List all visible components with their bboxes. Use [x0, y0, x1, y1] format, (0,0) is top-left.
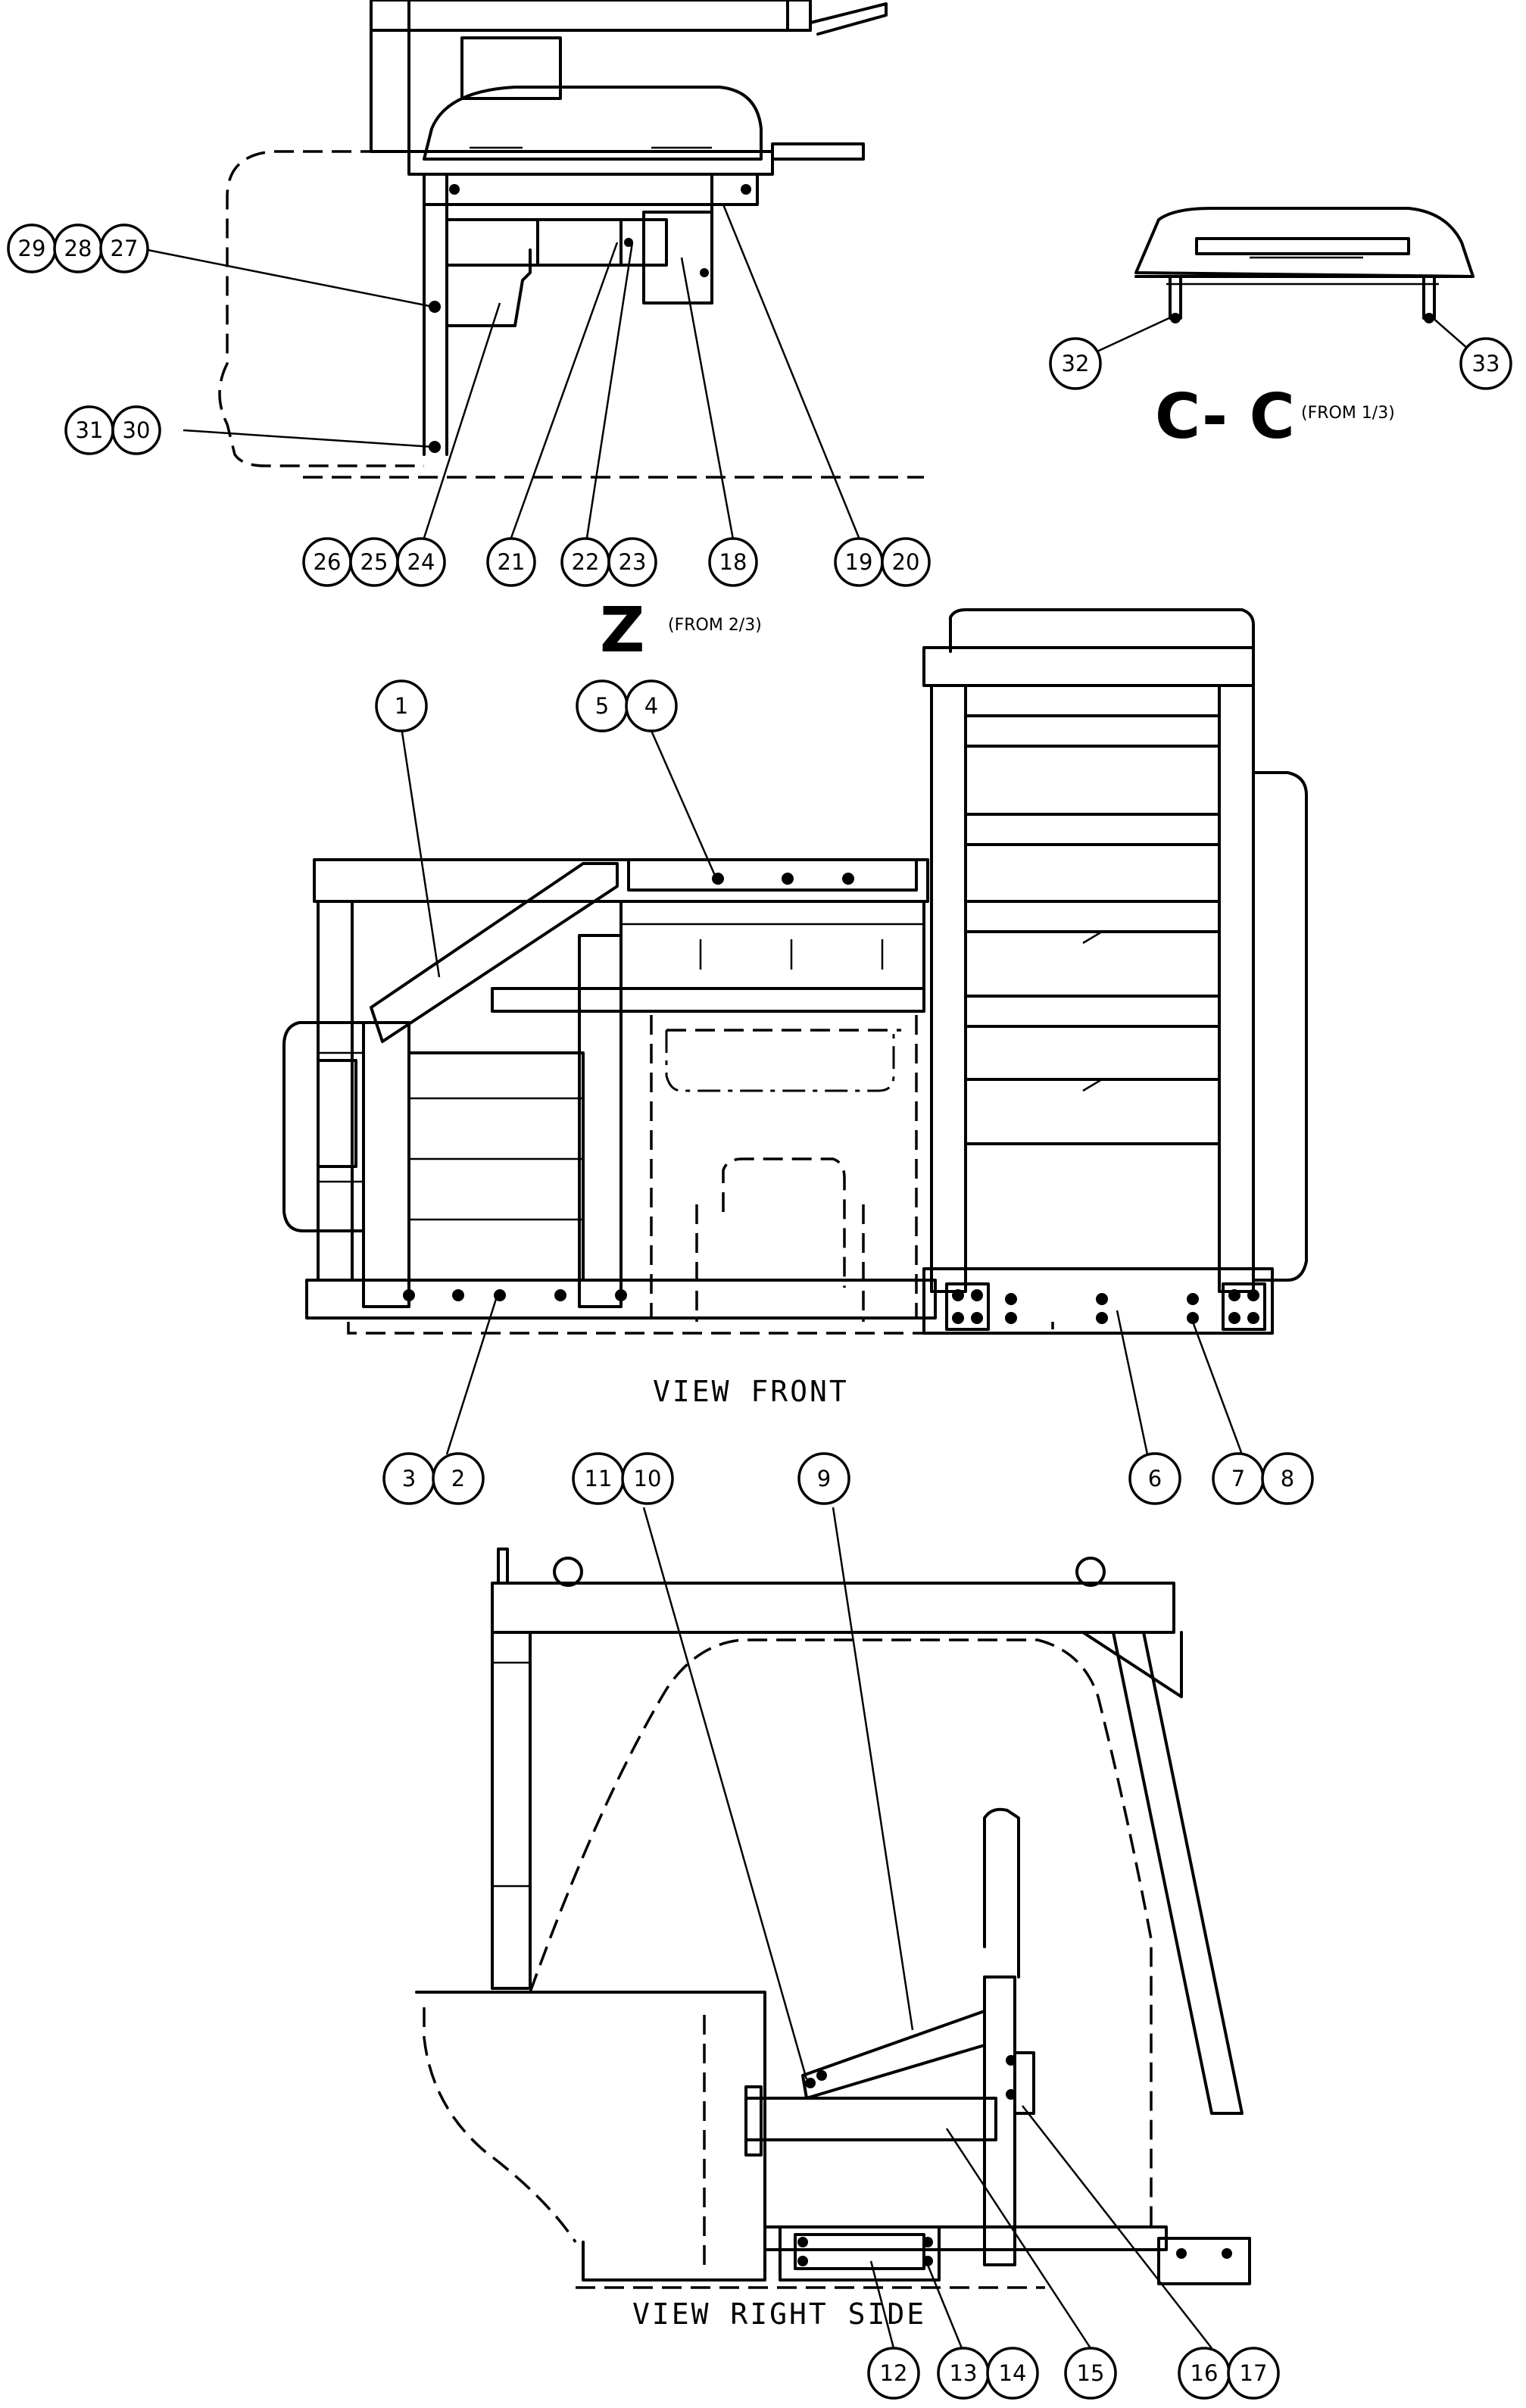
svg-text:12: 12 — [880, 2360, 908, 2386]
balloon-6: 6 — [1128, 1452, 1181, 1505]
svg-text:18: 18 — [719, 549, 747, 575]
balloon-11: 11 — [585, 1466, 613, 1491]
view-right-caption: VIEW RIGHT SIDE — [632, 2297, 926, 2331]
balloon-group-26-25-24: 26 25 24 — [302, 537, 446, 587]
balloon-4: 4 — [644, 693, 658, 719]
balloon-7: 7 — [1231, 1466, 1245, 1491]
balloon-33: 33 — [1459, 337, 1512, 390]
balloon-2: 2 — [451, 1466, 465, 1491]
balloon-group-13-14: 13 14 — [937, 2347, 1039, 2400]
balloon-group-29-28-27: 29 28 27 — [7, 223, 149, 273]
view-right-leaders — [642, 1507, 1212, 2349]
balloon-group-22-23: 22 23 — [560, 537, 657, 587]
balloon-29: 29 — [18, 236, 46, 261]
view-front-caption: VIEW FRONT — [653, 1375, 849, 1408]
svg-text:15: 15 — [1077, 2360, 1105, 2386]
balloon-24: 24 — [407, 549, 435, 575]
section-cc-reference: (FROM 1/3) — [1301, 404, 1395, 423]
balloon-10: 10 — [634, 1466, 662, 1491]
balloon-15: 15 — [1064, 2347, 1117, 2400]
balloon-30: 30 — [123, 417, 151, 443]
svg-text:1: 1 — [395, 693, 408, 719]
balloon-26: 26 — [314, 549, 342, 575]
view-z-reference: (FROM 2/3) — [668, 616, 762, 635]
balloon-23: 23 — [619, 549, 647, 575]
balloon-3: 3 — [402, 1466, 416, 1491]
balloon-12: 12 — [867, 2347, 920, 2400]
balloon-1: 1 — [375, 679, 428, 732]
svg-text:21: 21 — [498, 549, 526, 575]
balloon-group-31-30: 31 30 — [64, 405, 161, 455]
balloon-group-7-8: 7 8 — [1212, 1452, 1314, 1505]
view-z-drawing — [218, 0, 924, 479]
svg-text:33: 33 — [1472, 351, 1500, 376]
svg-text:32: 32 — [1062, 351, 1090, 376]
view-z-letter: Z — [600, 595, 644, 667]
balloon-21: 21 — [486, 537, 536, 587]
balloon-16: 16 — [1191, 2360, 1219, 2386]
balloon-14: 14 — [999, 2360, 1027, 2386]
svg-text:9: 9 — [817, 1466, 831, 1491]
balloon-17: 17 — [1240, 2360, 1268, 2386]
balloon-19: 19 — [845, 549, 873, 575]
balloon-31: 31 — [76, 417, 104, 443]
balloon-group-11-10: 11 10 — [572, 1452, 674, 1505]
view-z-leaders — [147, 204, 861, 540]
balloon-18: 18 — [708, 537, 758, 587]
balloon-group-19-20: 19 20 — [834, 537, 931, 587]
balloon-32: 32 — [1049, 337, 1102, 390]
balloon-13: 13 — [950, 2360, 978, 2386]
balloon-group-5-4: 5 4 — [576, 679, 678, 732]
balloon-5: 5 — [595, 693, 609, 719]
view-front-drawing — [282, 608, 1308, 1335]
balloon-28: 28 — [64, 236, 92, 261]
balloon-20: 20 — [892, 549, 920, 575]
balloon-22: 22 — [572, 549, 600, 575]
section-cc-drawing — [1078, 207, 1481, 361]
view-front-leaders — [400, 726, 1244, 1455]
balloon-8: 8 — [1281, 1466, 1294, 1491]
view-right-drawing — [415, 1548, 1251, 2289]
balloon-group-3-2: 3 2 — [382, 1452, 485, 1505]
svg-text:6: 6 — [1148, 1466, 1162, 1491]
balloon-group-16-17: 16 17 — [1178, 2347, 1280, 2400]
balloon-25: 25 — [360, 549, 389, 575]
balloon-27: 27 — [111, 236, 139, 261]
balloon-9: 9 — [797, 1452, 850, 1505]
section-cc-letters: C- C — [1155, 381, 1295, 453]
